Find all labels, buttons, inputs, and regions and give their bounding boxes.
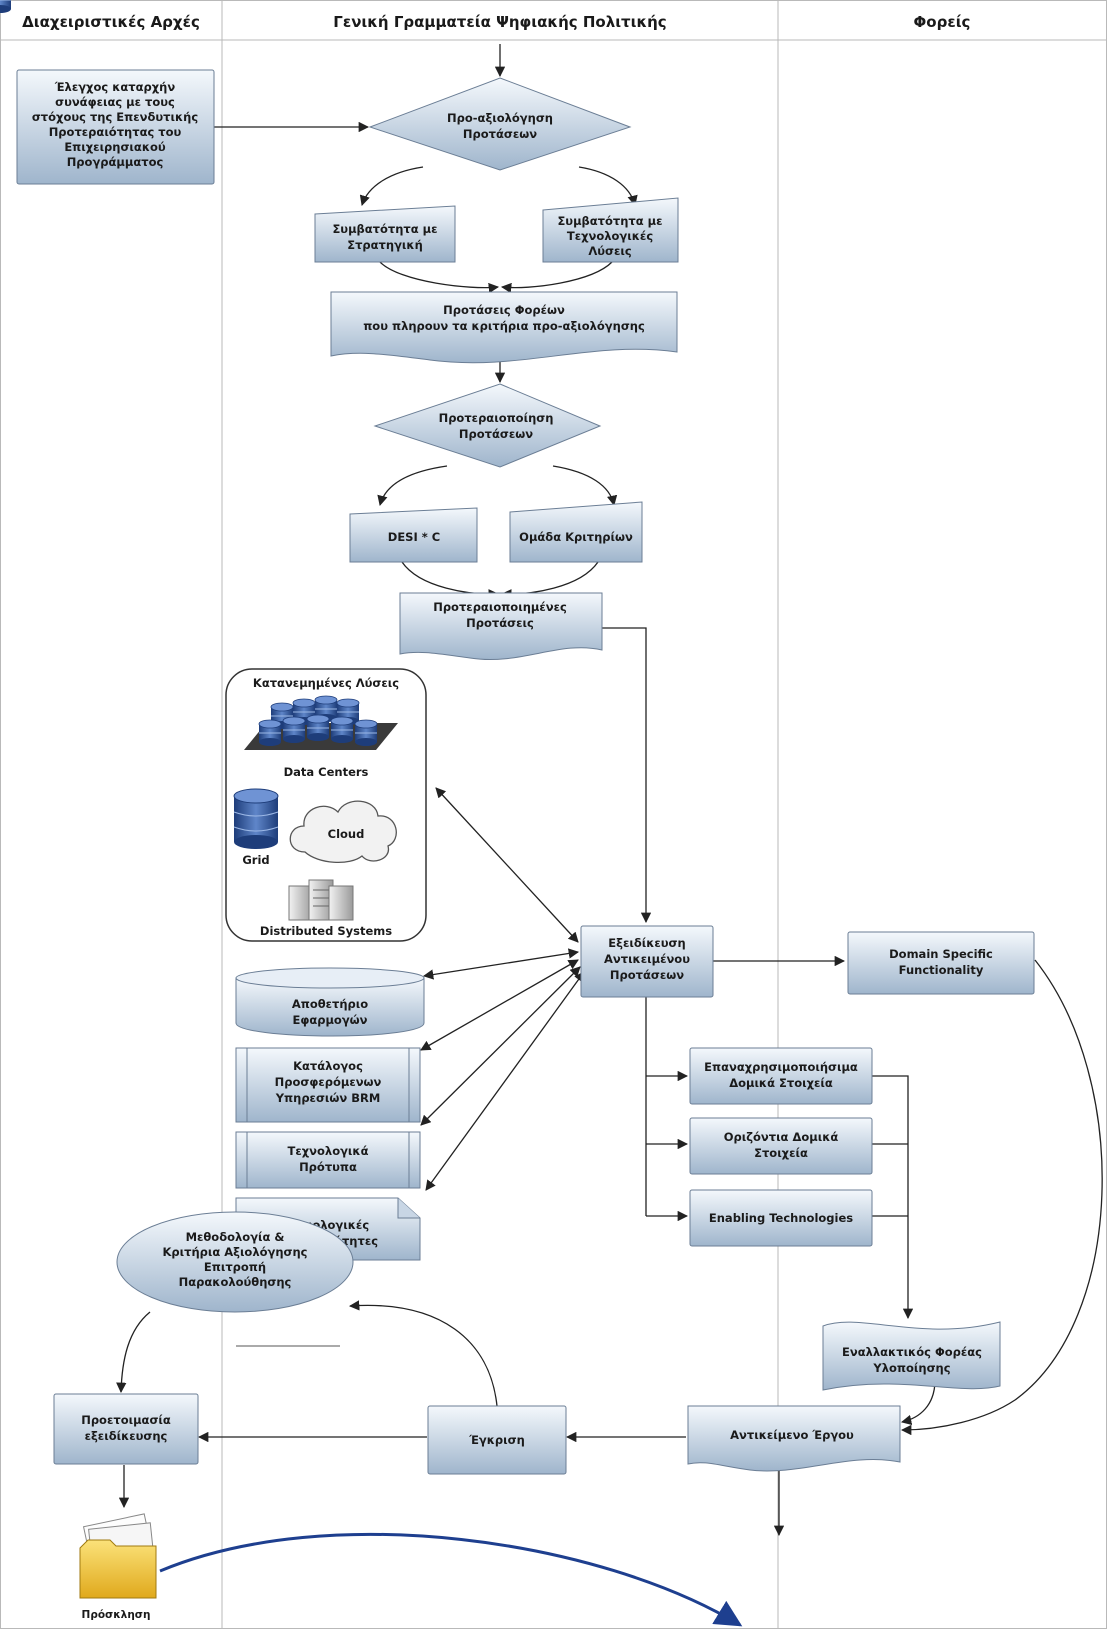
svg-text:Κατάλογος: Κατάλογος [293,1059,363,1073]
svg-text:Προτάσεων: Προτάσεων [459,427,533,441]
distributed-systems-label: Distributed Systems [260,924,392,938]
node-antikeimeno: Αντικείμενο Έργου [687,1405,901,1472]
node-omada: Ομάδα Κριτηρίων [509,501,643,563]
svg-text:Functionality: Functionality [899,963,984,977]
svg-text:Τεχνολογικά: Τεχνολογικά [288,1144,369,1158]
node-exeidikeusi: Εξειδίκευση Αντικειμένου Προτάσεων [580,925,714,998]
svg-text:Προσφερόμενων: Προσφερόμενων [275,1075,382,1089]
svg-text:Επαναχρησιμοποιήσιμα: Επαναχρησιμοποιήσιμα [704,1060,858,1074]
group-title: Κατανεμημένες Λύσεις [253,676,399,690]
node-katalogos: Κατάλογος Προσφερόμενων Υπηρεσιών BRM [235,1047,421,1123]
svg-text:Δομικά Στοιχεία: Δομικά Στοιχεία [729,1076,833,1090]
node-desi: DESI * C [349,507,478,563]
svg-text:Domain Specific: Domain Specific [889,947,993,961]
svg-text:Εναλλακτικός Φορέας: Εναλλακτικός Φορέας [842,1345,982,1359]
connectors [116,44,1103,1627]
data-centers-label: Data Centers [284,765,369,779]
svg-text:Προτεραιοποίηση: Προτεραιοποίηση [439,411,554,425]
svg-text:Τεχνολογικές: Τεχνολογικές [567,229,653,243]
svg-text:Παρακολούθησης: Παρακολούθησης [179,1275,292,1289]
node-pro-axiologisi: Προ-αξιολόγηση Προτάσεων [368,77,632,171]
svg-text:Προτεραιοποιημένες: Προτεραιοποιημένες [433,600,567,614]
grid-label: Grid [242,853,269,867]
folder-icon [79,1513,157,1599]
svg-text:Λύσεις: Λύσεις [588,244,632,258]
svg-text:Κριτήρια Αξιολόγησης: Κριτήρια Αξιολόγησης [162,1245,307,1259]
svg-text:Προτάσεων: Προτάσεων [463,127,537,141]
svg-text:στόχους της Επενδυτικής: στόχους της Επενδυτικής [32,110,198,124]
svg-text:Στρατηγική: Στρατηγική [347,238,423,252]
svg-text:Υλοποίησης: Υλοποίησης [872,1361,950,1375]
svg-text:Προτάσεις: Προτάσεις [466,616,534,630]
svg-text:Έγκριση: Έγκριση [468,1433,525,1447]
database-icon [233,788,279,849]
svg-text:Εξειδίκευση: Εξειδίκευση [608,936,685,950]
node-methodologia: Μεθοδολογία & Κριτήρια Αξιολόγησης Επιτρ… [116,1211,354,1313]
group-katanemimenes-luseis: Κατανεμημένες Λύσεις Data Centers [0,0,427,942]
svg-text:Στοιχεία: Στοιχεία [754,1146,808,1160]
node-symv-strategy: Συμβατότητα με Στρατηγική [314,205,456,263]
svg-text:Enabling Technologies: Enabling Technologies [709,1211,853,1225]
svg-text:εξειδίκευσης: εξειδίκευσης [85,1429,168,1443]
svg-text:Υπηρεσιών BRM: Υπηρεσιών BRM [275,1091,381,1105]
svg-text:Συμβατότητα με: Συμβατότητα με [332,222,437,236]
lane-header-left: Διαχειριστικές Αρχές [22,13,200,31]
svg-text:Οριζόντια Δομικά: Οριζόντια Δομικά [724,1130,839,1144]
node-proetoimasia: Προετοιμασία εξειδίκευσης [53,1393,199,1465]
lane-header-center: Γενική Γραμματεία Ψηφιακής Πολιτικής [333,13,666,31]
svg-text:Προετοιμασία: Προετοιμασία [81,1413,171,1427]
svg-text:Αντικείμενο Έργου: Αντικείμενο Έργου [730,1428,854,1442]
database-icon [0,0,398,750]
cloud-label: Cloud [328,827,365,841]
node-symv-tech: Συμβατότητα με Τεχνολογικές Λύσεις [542,197,679,263]
node-domain-specific: Domain Specific Functionality [847,931,1035,995]
svg-text:DESI * C: DESI * C [388,530,440,544]
svg-text:Εφαρμογών: Εφαρμογών [292,1013,367,1027]
svg-text:Ομάδα Κριτηρίων: Ομάδα Κριτηρίων [519,530,633,544]
node-proteraiopoiimenes: Προτεραιοποιημένες Προτάσεις [399,592,603,660]
svg-text:Προτεραιότητας του: Προτεραιότητας του [49,125,182,139]
svg-text:Προτάσεων: Προτάσεων [610,968,684,982]
svg-text:Πρότυπα: Πρότυπα [299,1160,357,1174]
svg-text:Μεθοδολογία &: Μεθοδολογία & [186,1230,285,1244]
svg-text:Επιχειρησιακού: Επιχειρησιακού [64,140,166,154]
svg-text:Συμβατότητα με: Συμβατότητα με [557,214,662,228]
svg-text:Προ-αξιολόγηση: Προ-αξιολόγηση [447,111,553,125]
svg-text:Προτάσεις Φορέων: Προτάσεις Φορέων [443,303,565,317]
lane-header-right: Φορείς [914,13,971,31]
prosklisi-label: Πρόσκληση [82,1609,151,1621]
svg-text:Αποθετήριο: Αποθετήριο [292,997,368,1011]
node-proteraiopoiisi: Προτεραιοποίηση Προτάσεων [373,383,602,468]
svg-text:συνάφειας με τους: συνάφειας με τους [55,95,175,109]
svg-text:Έλεγχος καταρχήν: Έλεγχος καταρχήν [54,80,176,94]
node-protaseis-foreon: Προτάσεις Φορέων που πληρουν τα κριτήρια… [330,291,678,364]
node-enabling: Enabling Technologies [689,1189,873,1247]
node-egkrisi: Έγκριση [427,1405,567,1475]
svg-text:που πληρουν τα κριτήρια προ-αξ: που πληρουν τα κριτήρια προ-αξιολόγησης [363,319,645,333]
node-apothetirio: Αποθετήριο Εφαρμογών [235,967,425,1037]
node-elegxos: Έλεγχος καταρχήν συνάφειας με τους στόχο… [16,69,215,185]
node-texn-protypa: Τεχνολογικά Πρότυπα [235,1131,421,1189]
svg-text:Επιτροπή: Επιτροπή [204,1260,266,1274]
server-icon [288,879,354,921]
node-epanaxrisimopoiisima: Επαναχρησιμοποιήσιμα Δομικά Στοιχεία [689,1047,873,1105]
svg-text:Αντικειμένου: Αντικειμένου [604,952,690,966]
cloud-icon [289,800,397,864]
svg-text:Προγράμματος: Προγράμματος [67,155,164,169]
node-orizontia: Οριζόντια Δομικά Στοιχεία [689,1117,873,1175]
node-enallaktikos: Εναλλακτικός Φορέας Υλοποίησης [822,1321,1001,1391]
